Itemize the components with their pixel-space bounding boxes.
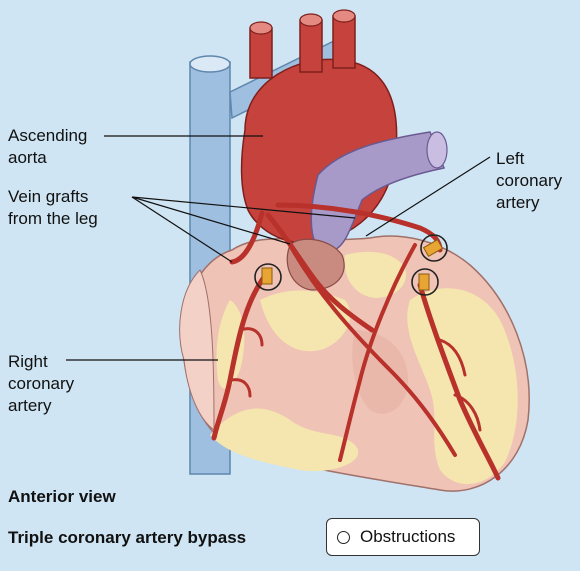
leader-lines [66,135,491,361]
obstructions [254,234,448,296]
heart-body [179,235,530,492]
obstruction-circle-icon [337,530,350,544]
label-left-coronary-artery: Left coronary artery [496,149,563,212]
coronary-arteries [211,202,501,481]
caption-procedure: Triple coronary artery bypass [8,528,247,547]
label-vein-grafts: Vein grafts from the leg [8,187,98,228]
legend: Obstructions [326,518,480,556]
caption-view: Anterior view [8,487,116,506]
legend-label-obstructions: Obstructions [360,527,456,546]
right-atrium [286,238,345,291]
label-ascending-aorta: Ascending aorta [8,126,88,167]
label-right-coronary-artery: Right coronary artery [8,352,75,415]
